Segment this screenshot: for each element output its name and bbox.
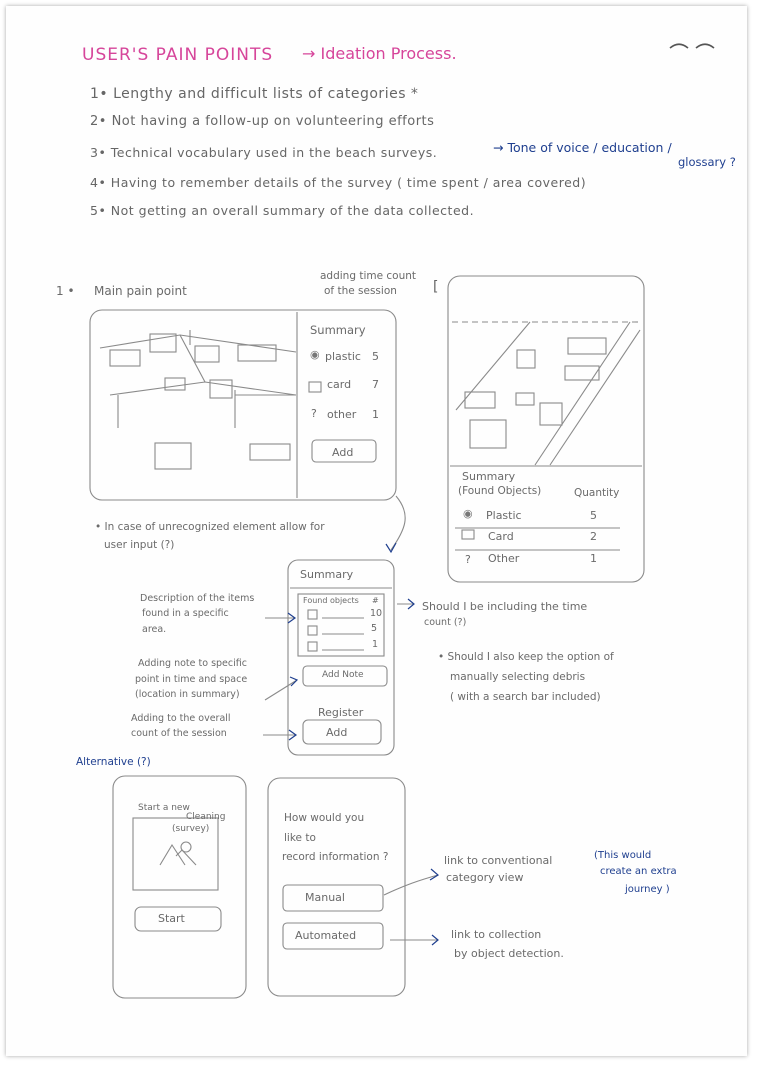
landscape-summary-title: Summary [310, 323, 366, 337]
register-label: Register [318, 706, 363, 719]
phone-summary-title: Summary [300, 568, 353, 581]
bottle-icon: ◉ [463, 507, 473, 520]
manual-option-1: • Should I also keep the option of [438, 651, 614, 663]
bottle-icon: ◉ [310, 348, 320, 361]
phone-count-2: 5 [371, 623, 377, 634]
landscape-add-button[interactable]: Add [332, 446, 353, 459]
question-line-3: record information ? [282, 851, 388, 863]
automated-note-2: by object detection. [454, 947, 564, 960]
question-line-1: How would you [284, 812, 364, 824]
question-icon: ? [465, 553, 471, 566]
portrait-row-2-count: 2 [590, 530, 597, 543]
time-question-1: Should I be including the time [422, 600, 587, 613]
manual-note-1: link to conventional [444, 854, 552, 867]
phone-list-header: Found objects [303, 596, 359, 605]
portrait-row-3-name: Other [488, 552, 519, 565]
portrait-row-2-name: Card [488, 530, 514, 543]
add-note-button[interactable]: Add Note [322, 670, 364, 680]
automated-note-1: link to collection [451, 928, 541, 941]
landscape-row-2-count: 7 [372, 378, 379, 391]
phone-add-button[interactable]: Add [326, 726, 347, 739]
portrait-row-1-name: Plastic [486, 509, 522, 522]
alternative-label: Alternative (?) [76, 756, 151, 768]
unrecognized-note-2: user input (?) [104, 539, 174, 551]
extra-journey-2: create an extra [600, 866, 677, 877]
start-button[interactable]: Start [158, 912, 185, 925]
cleaning-text: Cleaning [186, 812, 225, 822]
description-note-3: area. [142, 624, 166, 635]
portrait-row-3-count: 1 [590, 552, 597, 565]
landscape-row-1-name: plastic [325, 350, 361, 363]
adding-note-3: (location in summary) [135, 689, 240, 700]
time-question-2: count (?) [424, 617, 466, 628]
automated-button[interactable]: Automated [295, 929, 356, 942]
portrait-quantity-header: Quantity [574, 487, 619, 499]
extra-journey-3: journey ) [625, 884, 670, 895]
phone-count-3: 1 [372, 639, 378, 650]
description-note-2: found in a specific [142, 608, 229, 619]
adding-overall-1: Adding to the overall [131, 713, 231, 724]
adding-overall-2: count of the session [131, 728, 227, 739]
manual-option-3: ( with a search bar included) [450, 691, 601, 703]
phone-hash: # [372, 596, 379, 605]
portrait-summary-title: Summary [462, 470, 515, 483]
landscape-row-2-name: card [327, 378, 351, 391]
portrait-row-1-count: 5 [590, 509, 597, 522]
manual-button[interactable]: Manual [305, 891, 345, 904]
landscape-row-3-count: 1 [372, 408, 379, 421]
start-card-text: Start a new [138, 803, 190, 813]
adding-note-1: Adding note to specific [138, 658, 247, 669]
description-note-1: Description of the items [140, 593, 254, 604]
extra-journey-1: (This would [594, 850, 651, 861]
portrait-summary-subtitle: (Found Objects) [458, 485, 541, 497]
landscape-row-3-name: other [327, 408, 356, 421]
landscape-row-1-count: 5 [372, 350, 379, 363]
question-line-2: like to [284, 832, 316, 844]
question-icon: ? [311, 407, 317, 420]
unrecognized-note-1: • In case of unrecognized element allow … [95, 521, 325, 533]
adding-note-2: point in time and space [135, 674, 247, 685]
manual-note-2: category view [446, 871, 523, 884]
phone-count-1: 10 [370, 608, 382, 619]
survey-text: (survey) [172, 824, 209, 834]
manual-option-2: manually selecting debris [450, 671, 585, 683]
